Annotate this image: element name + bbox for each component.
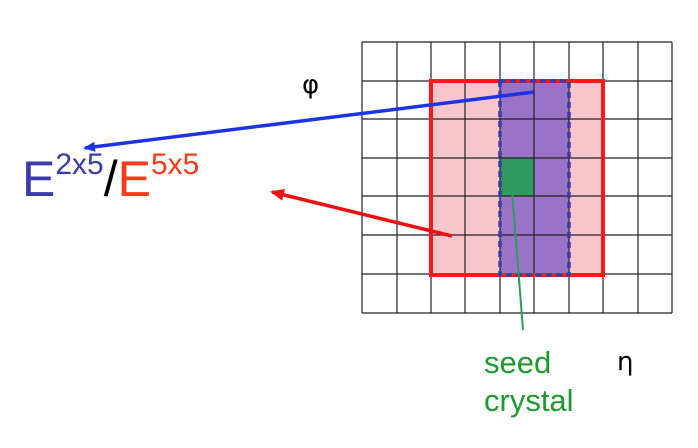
seed-pointer-line xyxy=(511,189,524,331)
eta-axis-label: η xyxy=(617,347,634,377)
denominator-superscript: 5x5 xyxy=(151,148,200,181)
energy-ratio-formula: E2x5/E5x5 xyxy=(22,148,200,207)
numerator-superscript: 2x5 xyxy=(55,148,104,181)
denominator-base: E xyxy=(117,151,151,207)
window-2x5-border xyxy=(498,79,571,277)
fraction-slash: / xyxy=(103,151,118,207)
blue-arrow xyxy=(83,90,535,152)
phi-axis-label: φ xyxy=(302,70,320,100)
seed-label-line2: crystal xyxy=(484,383,574,418)
seed-label-line1: seed xyxy=(484,345,552,380)
seed-crystal-label: seed crystal xyxy=(484,344,574,420)
red-arrow xyxy=(270,189,453,238)
seed-crystal-cell xyxy=(500,158,534,196)
numerator-base: E xyxy=(22,151,56,207)
